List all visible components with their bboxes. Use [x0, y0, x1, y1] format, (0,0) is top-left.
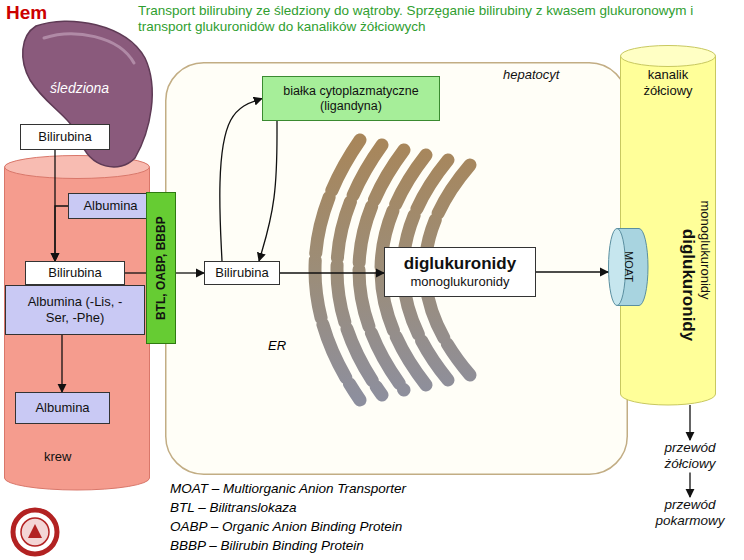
hepatocyte-cell: hepatocyt białka cytoplazmatyczne (ligand… — [165, 62, 628, 475]
node-text: Albumina — [35, 400, 89, 416]
node-text: śledziona — [50, 80, 109, 97]
protein-box: Albumina — [15, 392, 110, 424]
node-text: BTL, OABP, BBBP — [154, 216, 168, 320]
connector-arrow — [536, 271, 608, 272]
process-box: Bilirubina — [25, 261, 125, 285]
node-text: monoglukuronidy — [697, 200, 713, 299]
cell-membrane — [166, 63, 628, 475]
logo-emblem — [28, 524, 42, 538]
diagram-title: Transport bilirubiny ze śledziony do wąt… — [138, 3, 738, 35]
node-text: diglukuronidy — [404, 254, 516, 274]
connector-arrow — [176, 272, 204, 273]
abbreviation-note: BTL – Bilitranslokaza — [170, 500, 297, 516]
node-text: kanalik żółciowy — [628, 67, 708, 98]
duct-label: przewód żółciowy — [652, 440, 728, 472]
blood-vessel: krewAlbuminaBilirubinaAlbumina (-Lis, -S… — [4, 155, 150, 490]
process-box: Bilirubina — [20, 124, 110, 150]
abbreviation-note: BBBP – Bilirubin Binding Protein — [170, 538, 364, 554]
node-text: MOAT — [621, 252, 634, 283]
protein-box: białka cytoplazmatyczne (ligandyna) — [262, 76, 440, 121]
organelle-label: ER — [268, 338, 286, 354]
university-logo — [13, 510, 57, 554]
node-text: białka cytoplazmatyczne (ligandyna) — [270, 84, 432, 114]
node-text: Bilirubina — [38, 129, 91, 145]
abbreviation-note: MOAT – Multiorganic Anion Transporter — [170, 481, 406, 497]
bile-canaliculus: kanalik żółciowy monoglukuronidydiglukuro… — [620, 45, 716, 405]
logo-core — [21, 518, 49, 546]
connector-arrow — [689, 472, 690, 497]
connector-arrow — [280, 272, 384, 273]
transporter-barrel: MOAT — [608, 228, 648, 306]
product-box: diglukuronidymonoglukuronidy — [384, 247, 536, 297]
abbreviation-note: OABP – Organic Anion Binding Protein — [170, 519, 402, 535]
node-text: monoglukuronidy — [410, 274, 509, 290]
logo-ring — [13, 510, 57, 554]
node-text: przewód pokarmowy — [652, 497, 728, 529]
process-box: Bilirubina — [204, 261, 280, 285]
node-text: diglukuronidy — [678, 229, 698, 341]
node-text: hepatocyt — [503, 67, 559, 83]
node-text: przewód żółciowy — [652, 440, 728, 472]
node-text: Albumina (-Lis, -Ser, -Phe) — [19, 294, 131, 325]
duct-label: przewód pokarmowy — [652, 497, 728, 529]
cylinder-top — [5, 156, 150, 179]
connector-arrow — [125, 272, 146, 273]
node-text: Bilirubina — [48, 265, 101, 281]
node-text: krew — [44, 449, 71, 465]
transporter-box: BTL, OABP, BBBP — [146, 192, 176, 344]
protein-box: Albumina — [68, 193, 153, 219]
section-label: Hem — [6, 2, 47, 25]
node-text: Albumina — [83, 198, 137, 214]
cylinder-top — [621, 46, 716, 67]
node-text: Bilirubina — [215, 265, 268, 281]
connector-arrow — [689, 405, 690, 440]
spleen-highlight — [44, 34, 134, 63]
protein-box: Albumina (-Lis, -Ser, -Phe) — [5, 285, 145, 335]
connector-arrow — [61, 335, 62, 392]
